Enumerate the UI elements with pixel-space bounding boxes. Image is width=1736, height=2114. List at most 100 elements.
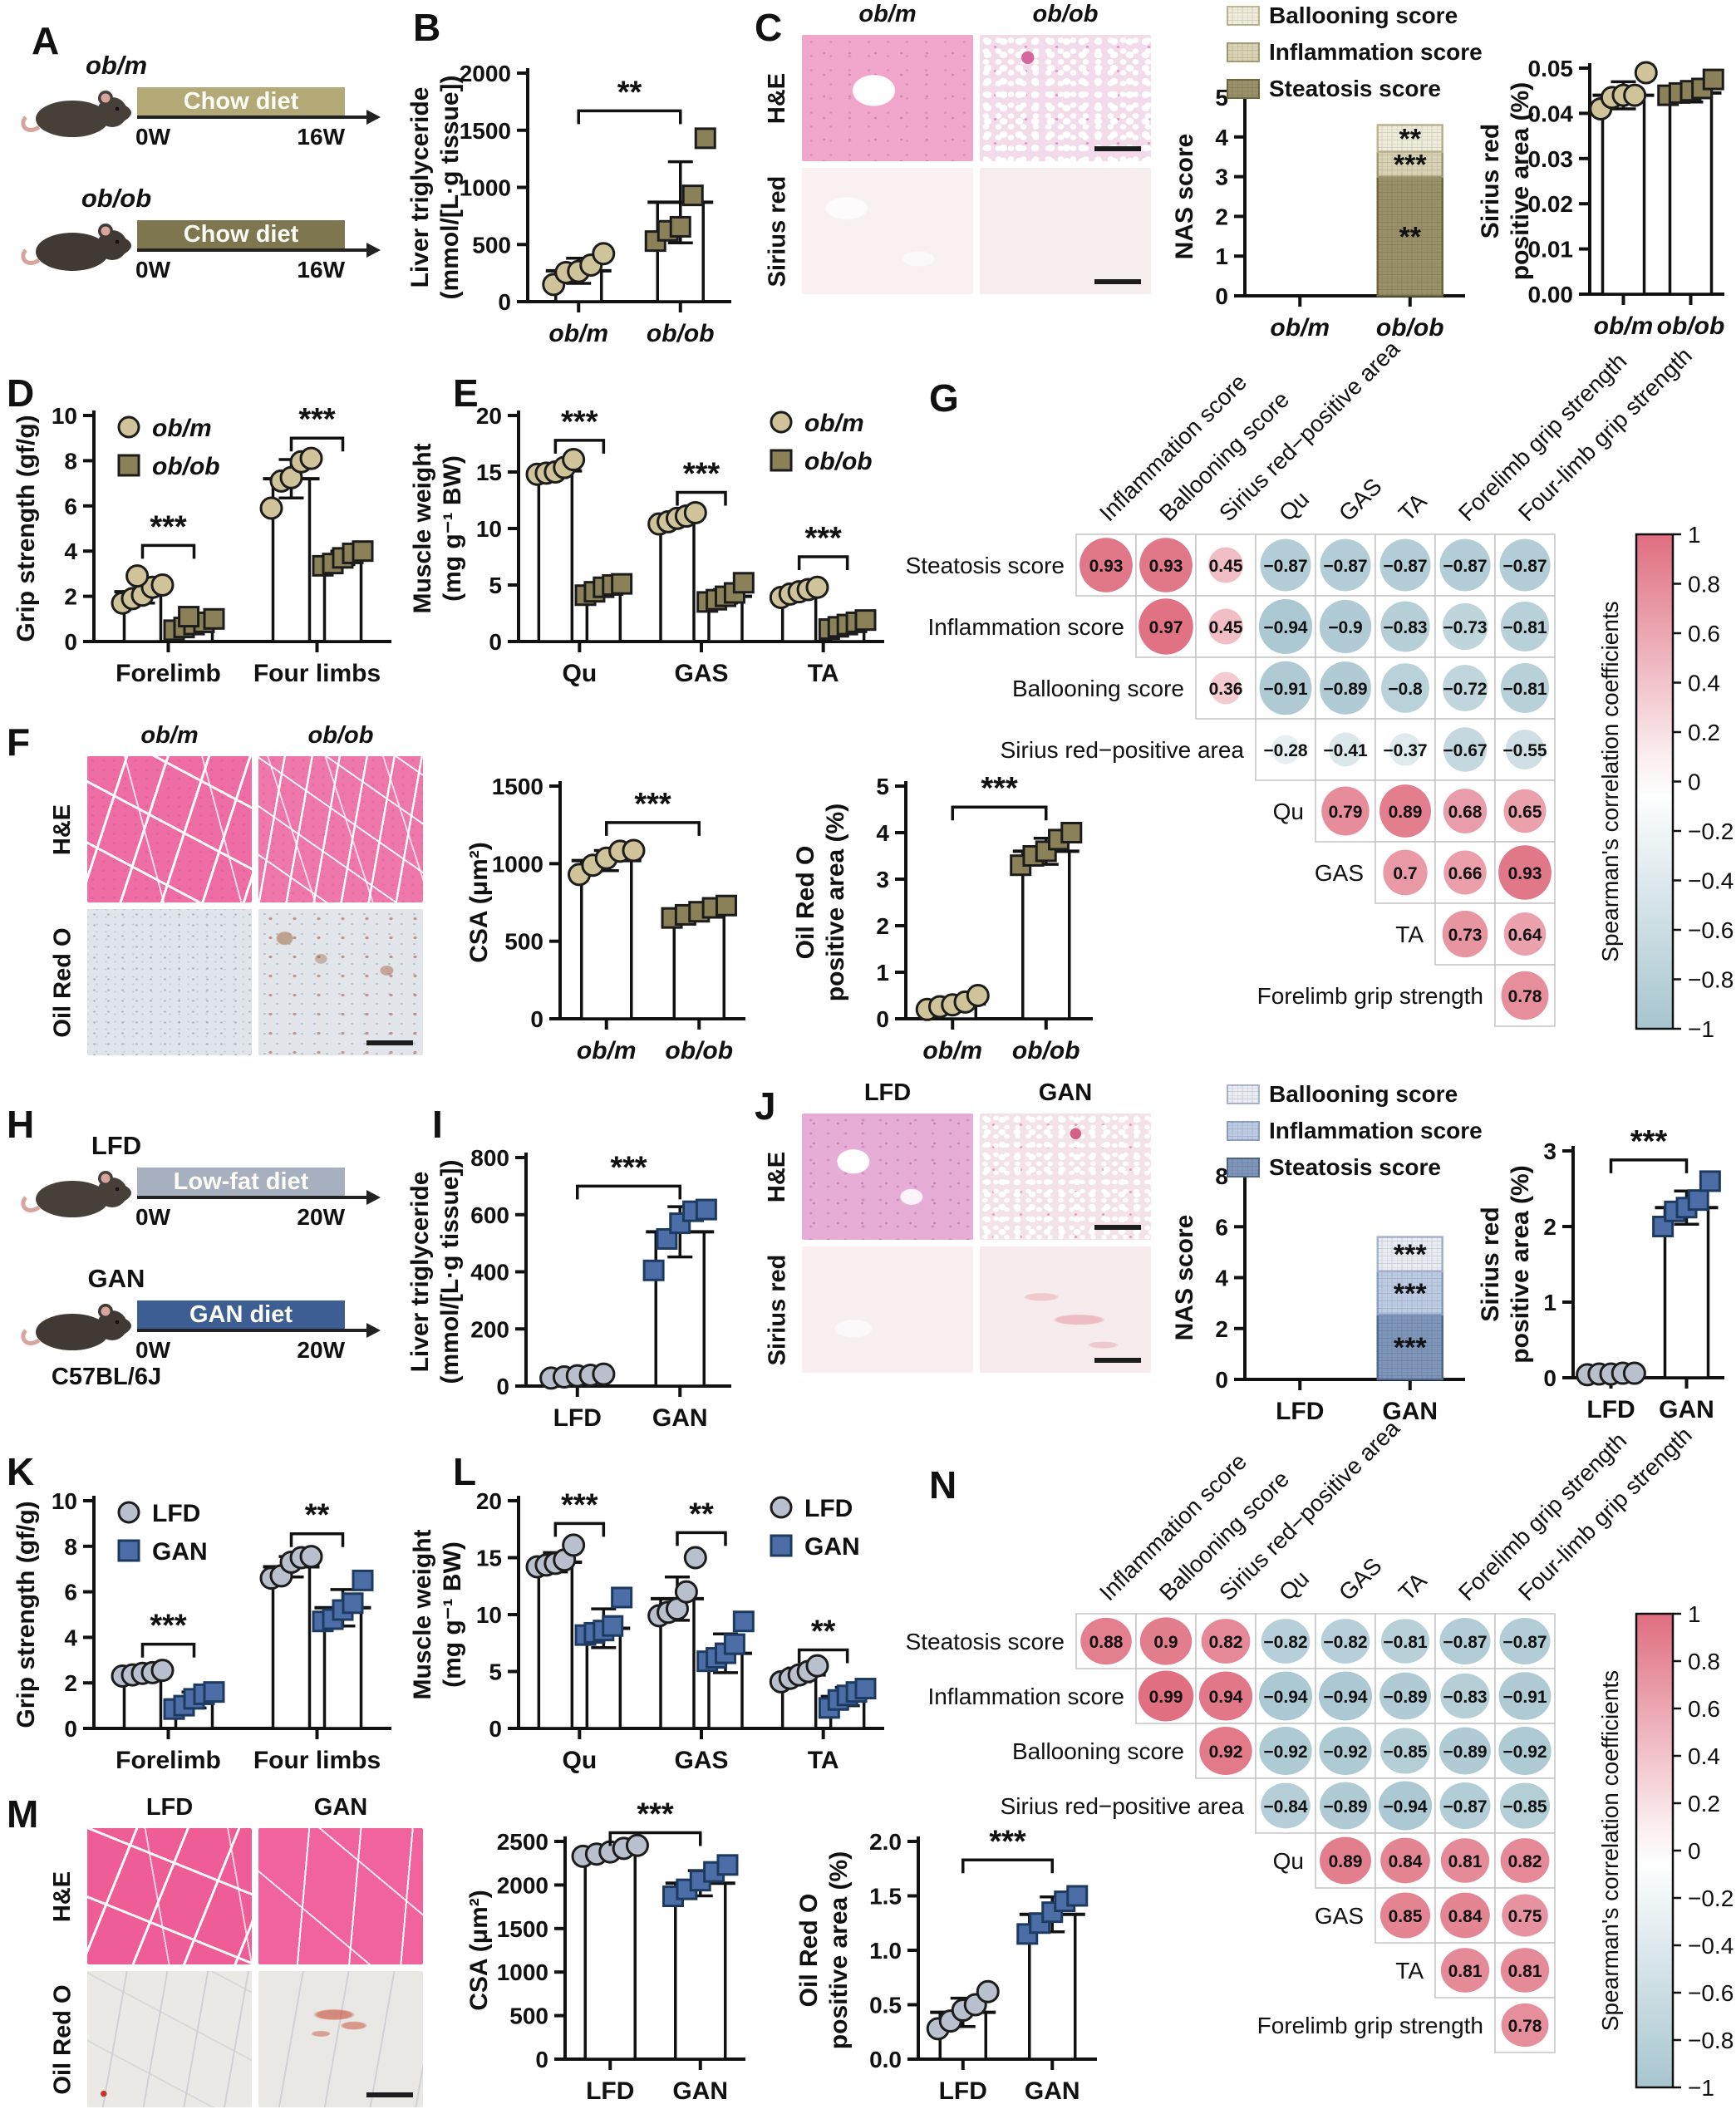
svg-text:4: 4 [64, 538, 77, 564]
diet-label: Chow diet [183, 87, 299, 115]
panel-C-histology: ob/m ob/ob H&E Sirius red [760, 0, 1158, 309]
svg-text:−0.94: −0.94 [1323, 1688, 1367, 1707]
svg-text:0: 0 [1688, 769, 1701, 795]
svg-text:GAN: GAN [1382, 1398, 1438, 1425]
mouse-icon [21, 1171, 131, 1217]
svg-text:LFD: LFD [804, 1495, 853, 1522]
svg-text:***: *** [1394, 150, 1427, 181]
svg-text:2: 2 [64, 1670, 77, 1696]
svg-text:ob/m: ob/m [548, 320, 608, 347]
svg-text:20: 20 [476, 1488, 502, 1514]
svg-text:***: *** [1394, 1332, 1427, 1364]
svg-text:0.7: 0.7 [1393, 864, 1417, 883]
svg-text:ob/ob: ob/ob [152, 453, 220, 480]
svg-text:−0.94: −0.94 [1263, 618, 1307, 637]
svg-text:600: 600 [470, 1202, 509, 1228]
svg-text:2: 2 [1215, 1316, 1228, 1342]
svg-text:0: 0 [496, 1374, 509, 1399]
micrograph-oilredo-muscle-lfd [87, 1971, 252, 2107]
svg-text:0.6: 0.6 [1688, 621, 1720, 646]
svg-text:500: 500 [472, 232, 511, 258]
timeline-arrow-icon [366, 110, 381, 125]
svg-text:Ballooning score: Ballooning score [1012, 1738, 1184, 1764]
svg-text:0.93: 0.93 [1089, 557, 1124, 576]
row-label-text: H&E [764, 72, 791, 124]
svg-text:**: ** [305, 1498, 330, 1533]
svg-text:(mg g⁻¹ BW): (mg g⁻¹ BW) [439, 455, 466, 602]
row-label-text: H&E [764, 1151, 791, 1202]
svg-text:0: 0 [489, 1716, 502, 1742]
svg-text:Four limbs: Four limbs [253, 660, 381, 687]
svg-text:500: 500 [504, 929, 543, 955]
svg-text:0.79: 0.79 [1329, 803, 1363, 822]
svg-text:3: 3 [1543, 1138, 1556, 1164]
svg-text:GAS: GAS [1315, 1903, 1364, 1929]
svg-text:10: 10 [52, 403, 77, 429]
svg-text:8: 8 [64, 448, 77, 474]
diet-bar-lfd: Low-fat diet [137, 1168, 345, 1196]
panel-letter-G: G [929, 376, 959, 420]
svg-text:8: 8 [1215, 1163, 1228, 1189]
svg-text:Ballooning score: Ballooning score [1269, 2, 1458, 28]
micrograph-sirius-liver-obm [802, 168, 973, 294]
svg-text:GAN: GAN [804, 1533, 860, 1561]
micrograph-he-liver-obob [980, 35, 1151, 161]
micrograph-he-liver-obm [802, 35, 973, 161]
svg-text:−0.89: −0.89 [1443, 1743, 1487, 1762]
svg-text:5: 5 [489, 573, 502, 598]
svg-text:−0.67: −0.67 [1443, 741, 1487, 760]
svg-text:0.85: 0.85 [1389, 1907, 1423, 1926]
group-label-lfd: LFD [91, 1131, 142, 1160]
end-week: 20W [297, 1337, 345, 1363]
scale-bar [1094, 1358, 1141, 1363]
panel-letter-L: L [453, 1450, 477, 1493]
svg-text:(mmol/[L·g tissue]): (mmol/[L·g tissue]) [436, 76, 464, 300]
svg-text:2: 2 [64, 584, 77, 610]
svg-text:TA: TA [1394, 488, 1432, 526]
histology-col-header-lfd: LFD [145, 1794, 194, 1821]
histology-col-header-obm: ob/m [140, 722, 199, 749]
svg-text:4: 4 [1215, 125, 1228, 150]
svg-text:GAN: GAN [1025, 2077, 1080, 2105]
start-week: 0W [135, 1204, 170, 1230]
svg-text:**: ** [689, 1497, 714, 1531]
svg-text:0: 0 [1215, 1367, 1228, 1393]
svg-text:0.89: 0.89 [1389, 803, 1423, 822]
svg-text:LFD: LFD [152, 1500, 200, 1527]
micrograph-oilredo-muscle-obob [258, 909, 423, 1055]
svg-text:ob/ob: ob/ob [1376, 314, 1444, 342]
svg-text:10: 10 [52, 1488, 77, 1514]
svg-text:Sirius red: Sirius red [1477, 1207, 1504, 1321]
svg-text:0.4: 0.4 [1688, 1743, 1720, 1769]
svg-text:0.78: 0.78 [1508, 987, 1542, 1006]
svg-text:−0.4: −0.4 [1688, 868, 1734, 894]
svg-text:15: 15 [476, 1546, 502, 1571]
svg-text:Muscle weight: Muscle weight [409, 1529, 436, 1699]
histology-row-label-sirius: Sirius red [760, 168, 795, 294]
svg-text:0: 0 [1688, 1838, 1701, 1864]
svg-text:2000: 2000 [460, 61, 511, 86]
scale-bar [366, 1040, 413, 1045]
svg-text:ob/m: ob/m [922, 1037, 982, 1064]
svg-text:***: *** [610, 1150, 647, 1185]
svg-text:−0.84: −0.84 [1263, 1797, 1307, 1817]
svg-text:0.81: 0.81 [1448, 1852, 1483, 1871]
svg-text:Ballooning score: Ballooning score [1012, 676, 1184, 701]
svg-text:positive area (%): positive area (%) [1507, 1165, 1534, 1363]
svg-text:0.04: 0.04 [1528, 101, 1574, 126]
svg-text:TA: TA [808, 1747, 839, 1774]
scale-bar [366, 2092, 413, 2097]
svg-text:−0.92: −0.92 [1502, 1743, 1547, 1762]
svg-text:Forelimb: Forelimb [116, 1747, 221, 1774]
